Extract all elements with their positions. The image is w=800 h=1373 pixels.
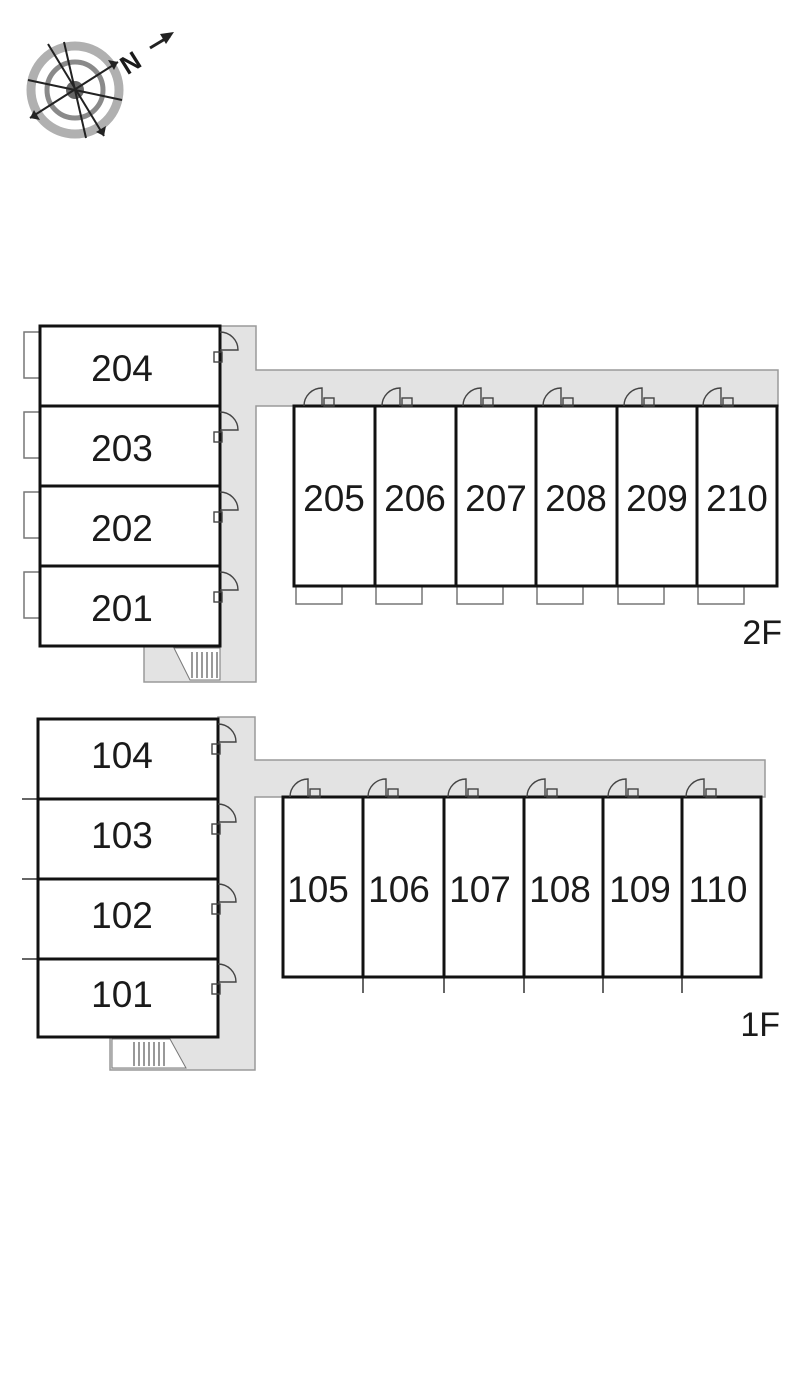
door-icon [607, 778, 639, 798]
door-icon [213, 491, 239, 523]
floor-2f: 204 203 202 201 [23, 324, 782, 683]
unit-102: 102 [36, 877, 237, 961]
floor-1f: 104 103 102 101 [22, 716, 780, 1071]
door-icon [213, 331, 239, 363]
unit-203: 203 [38, 404, 239, 488]
unit-108: 108 [522, 778, 605, 979]
unit-number: 104 [91, 735, 153, 776]
door-icon [702, 387, 734, 407]
floor-label-1f: 1F [740, 1006, 780, 1044]
unit-number: 202 [91, 508, 153, 549]
unit-210: 210 [695, 387, 779, 588]
unit-110: 110 [680, 778, 763, 979]
door-icon [303, 387, 335, 407]
floor-label-2f: 2F [742, 614, 782, 652]
staircase-icon [173, 647, 221, 681]
door-icon [211, 883, 237, 915]
unit-number: 204 [91, 348, 153, 389]
door-icon [211, 963, 237, 995]
door-icon [542, 387, 574, 407]
unit-209: 209 [615, 387, 699, 588]
unit-101: 101 [36, 957, 237, 1039]
unit-number: 110 [689, 869, 748, 910]
door-icon [462, 387, 494, 407]
door-icon [381, 387, 413, 407]
unit-202: 202 [38, 484, 239, 568]
unit-number: 203 [91, 428, 153, 469]
unit-number: 103 [91, 815, 153, 856]
unit-number: 101 [91, 974, 153, 1015]
door-icon [213, 571, 239, 603]
unit-number: 109 [609, 869, 671, 910]
compass-icon: N [26, 32, 174, 139]
unit-206: 206 [373, 387, 458, 588]
unit-106: 106 [361, 778, 446, 979]
door-icon [213, 411, 239, 443]
door-icon [685, 778, 717, 798]
unit-number: 102 [91, 895, 153, 936]
unit-205: 205 [292, 387, 377, 588]
unit-number: 206 [384, 478, 446, 519]
unit-103: 103 [36, 797, 237, 881]
unit-number: 210 [706, 478, 768, 519]
unit-number: 209 [626, 478, 688, 519]
unit-number: 208 [545, 478, 607, 519]
unit-201: 201 [38, 564, 239, 648]
unit-number: 106 [368, 869, 430, 910]
door-icon [211, 723, 237, 755]
door-icon [623, 387, 655, 407]
unit-107: 107 [442, 778, 526, 979]
unit-number: 205 [303, 478, 365, 519]
unit-number: 105 [287, 869, 349, 910]
door-icon [526, 778, 558, 798]
unit-204: 204 [38, 324, 239, 408]
unit-number: 207 [465, 478, 527, 519]
unit-207: 207 [454, 387, 538, 588]
staircase-icon [111, 1038, 187, 1069]
door-icon [367, 778, 399, 798]
door-icon [211, 803, 237, 835]
unit-number: 201 [91, 588, 153, 629]
unit-105: 105 [281, 778, 365, 979]
unit-number: 108 [529, 869, 591, 910]
unit-208: 208 [534, 387, 619, 588]
unit-number: 107 [449, 869, 511, 910]
unit-104: 104 [36, 717, 237, 801]
door-icon [289, 778, 321, 798]
unit-109: 109 [601, 778, 684, 979]
door-icon [447, 778, 479, 798]
